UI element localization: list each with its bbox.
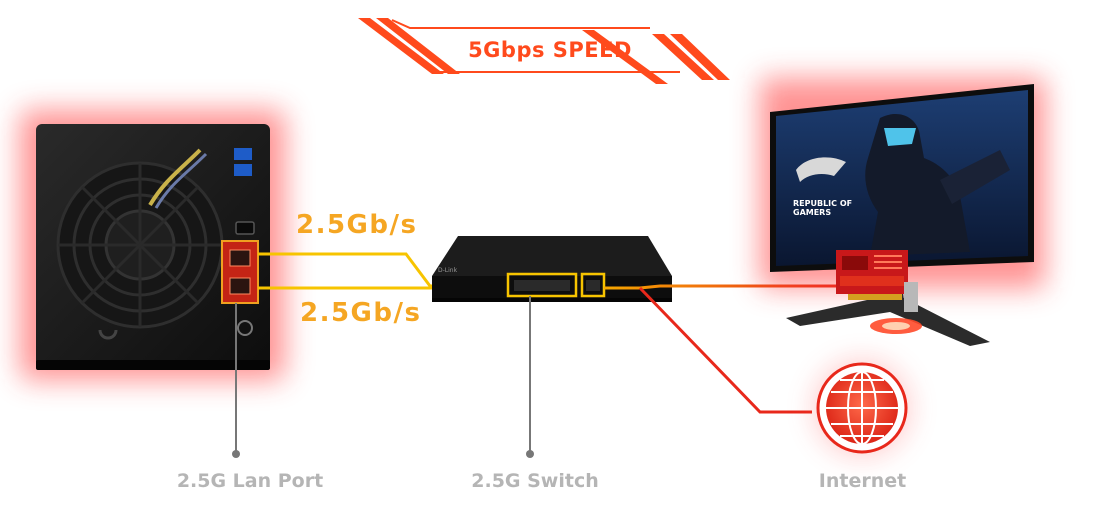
usb-port	[234, 148, 252, 160]
speed-label: 5Gbps SPEED	[468, 38, 632, 62]
switch-uplink-port	[580, 272, 606, 298]
switch-port-group	[506, 272, 578, 298]
network-card-icon	[836, 250, 918, 312]
globe-icon	[814, 360, 910, 456]
lan-port-1	[229, 249, 251, 267]
power-jack	[237, 320, 253, 336]
rate-label-top: 2.5Gb/s	[296, 210, 418, 240]
caption-nas: 2.5G Lan Port	[176, 470, 324, 492]
caption-switch: 2.5G Switch	[471, 470, 599, 492]
switch-brand: D-Link	[438, 267, 458, 274]
banner-stripe-right-1	[582, 30, 668, 84]
link-to-monitor	[604, 284, 840, 290]
rate-label-bottom: 2.5Gb/s	[300, 298, 422, 328]
monitor-screen-text: REPUBLIC OF GAMERS	[793, 199, 852, 217]
monitor-screen-line2: GAMERS	[793, 208, 832, 217]
banner-stripe-left-1	[358, 18, 444, 74]
switch-uplinks	[604, 284, 840, 414]
caption-internet: Internet	[818, 470, 907, 492]
gaming-monitor-icon	[760, 78, 1045, 346]
internal-cable	[148, 148, 202, 207]
link-to-internet	[638, 286, 812, 414]
robot-figure	[865, 114, 970, 256]
network-switch-icon: D-Link	[432, 236, 672, 302]
rog-logo	[796, 157, 846, 182]
lan-port-2	[229, 277, 251, 295]
banner-frame-top	[391, 19, 650, 29]
banner-stripe-left-2	[376, 18, 460, 74]
hdmi-port	[235, 221, 255, 235]
nas-device-icon	[20, 110, 285, 380]
banner-stripe-right-3	[670, 34, 730, 80]
speed-banner	[358, 18, 730, 84]
banner-stripe-right-2	[652, 34, 714, 80]
usb-port	[234, 164, 252, 176]
caption-leaders	[232, 296, 534, 458]
monitor-screen-line1: REPUBLIC OF	[793, 199, 853, 208]
